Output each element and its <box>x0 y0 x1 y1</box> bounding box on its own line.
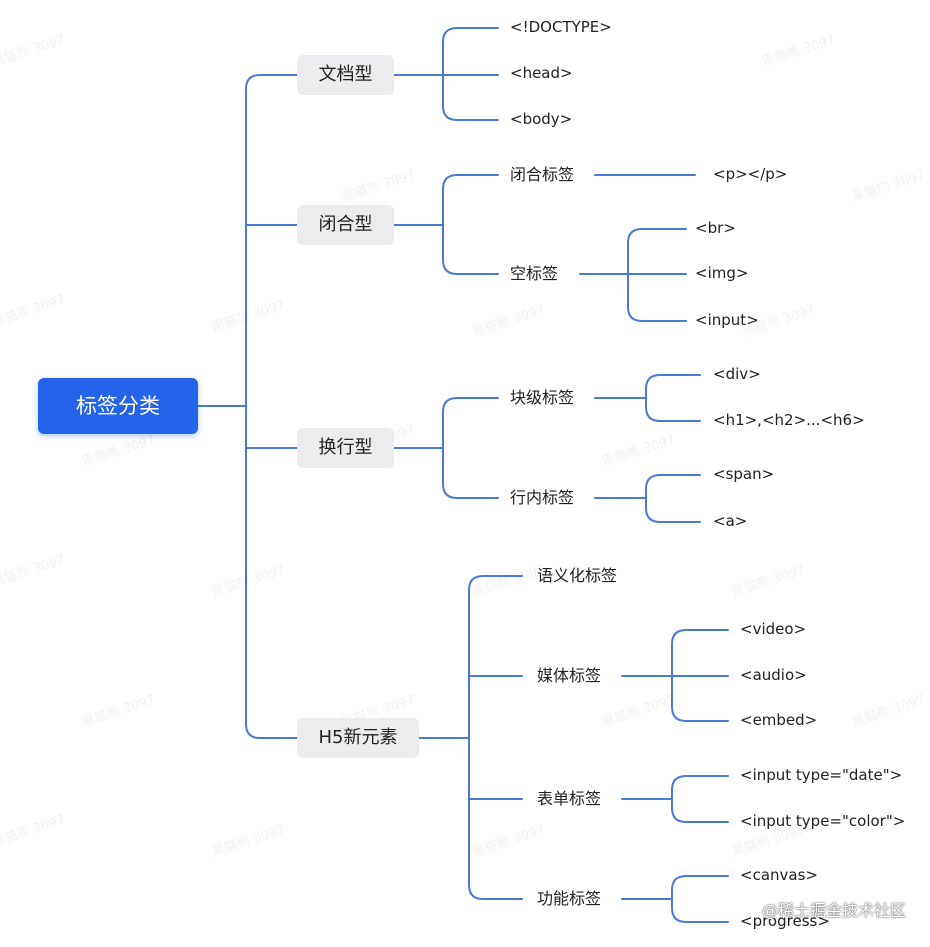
subgroup-form-tag[interactable]: 表单标签 <box>537 789 602 808</box>
doc-fork-branch-0 <box>442 27 499 76</box>
inline-fork-branch-0 <box>645 474 701 499</box>
leaf-headings[interactable]: <h1>,<h2>...<h6> <box>713 411 865 429</box>
empty-fork-branch-0 <box>627 228 687 275</box>
leaf-embed[interactable]: <embed> <box>740 711 818 729</box>
group-h5-new-elements[interactable]: H5新元素 <box>297 718 419 758</box>
leaf-video[interactable]: <video> <box>740 620 807 638</box>
linebreak-fork-branch-1 <box>442 447 499 499</box>
leaf-a[interactable]: <a> <box>713 512 748 530</box>
subgroup-function-tag[interactable]: 功能标签 <box>537 889 602 908</box>
group-closing-type[interactable]: 闭合型 <box>297 205 394 245</box>
closing-fork-branch-1 <box>442 224 499 275</box>
linebreak-fork-branch-0 <box>442 397 499 449</box>
form-fork-branch-1 <box>671 798 729 823</box>
subgroup-empty-tag[interactable]: 空标签 <box>510 264 559 283</box>
leaf-p[interactable]: <p></p> <box>713 165 788 183</box>
media-fork-branch-2 <box>671 675 729 722</box>
leaf-input-color[interactable]: <input type="color"> <box>740 812 906 830</box>
doc-fork-branch-2 <box>442 74 499 121</box>
function-fork-branch-1 <box>671 898 729 923</box>
subgroup-closing-tag[interactable]: 闭合标签 <box>510 165 575 184</box>
leaf-doctype[interactable]: <!DOCTYPE> <box>510 18 612 36</box>
leaf-input-date[interactable]: <input type="date"> <box>740 766 903 784</box>
inline-fork-branch-1 <box>645 497 701 523</box>
leaf-span[interactable]: <span> <box>713 465 775 483</box>
function-fork-branch-0 <box>671 875 729 900</box>
block-fork-branch-1 <box>645 397 701 422</box>
leaf-img[interactable]: <img> <box>695 264 749 282</box>
h5-fork-branch-3 <box>468 737 523 900</box>
subgroup-media-tag[interactable]: 媒体标签 <box>537 666 602 685</box>
empty-fork-branch-2 <box>627 273 687 322</box>
root-fork-branch-0 <box>245 74 298 407</box>
leaf-audio[interactable]: <audio> <box>740 666 807 684</box>
root-fork-branch-3 <box>245 405 298 739</box>
leaf-div[interactable]: <div> <box>713 365 761 383</box>
group-document-type[interactable]: 文档型 <box>297 55 394 95</box>
h5-fork-branch-0 <box>468 575 523 739</box>
leaf-progress[interactable]: <progress> <box>740 912 830 930</box>
form-fork-branch-0 <box>671 775 729 800</box>
closing-fork-branch-0 <box>442 174 499 226</box>
site-credit: @稀土掘金技术社区 <box>761 901 906 920</box>
subgroup-semantic-tag[interactable]: 语义化标签 <box>537 566 618 585</box>
group-line-break-type[interactable]: 换行型 <box>297 428 394 468</box>
media-fork-branch-0 <box>671 629 729 677</box>
leaf-input[interactable]: <input> <box>695 311 759 329</box>
root-node[interactable]: 标签分类 <box>38 378 198 434</box>
subgroup-block-tag[interactable]: 块级标签 <box>510 388 575 407</box>
subgroup-inline-tag[interactable]: 行内标签 <box>510 488 575 507</box>
block-fork-branch-0 <box>645 374 701 399</box>
leaf-head[interactable]: <head> <box>510 64 573 82</box>
leaf-canvas[interactable]: <canvas> <box>740 866 818 884</box>
leaf-br[interactable]: <br> <box>695 219 736 237</box>
leaf-body[interactable]: <body> <box>510 110 573 128</box>
